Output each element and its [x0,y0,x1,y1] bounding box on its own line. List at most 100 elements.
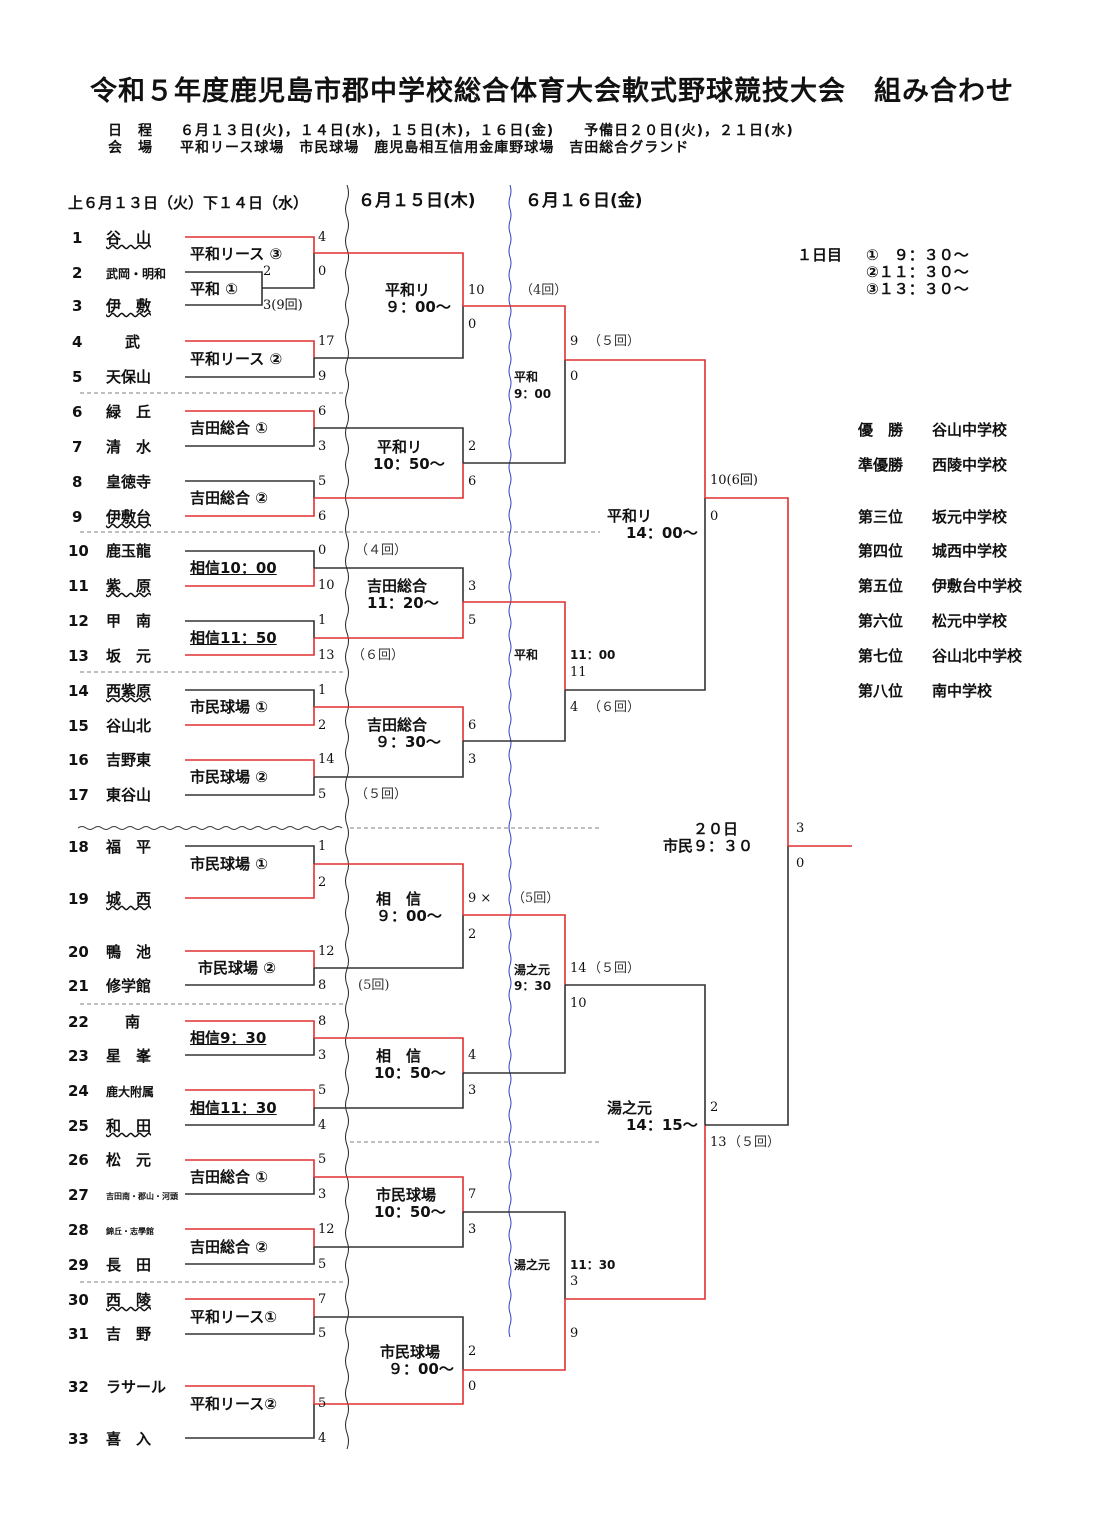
innings-note: （５回） [588,961,641,976]
result-school: 谷山中学校 [932,421,1008,439]
score-s24: 5 [318,1083,327,1098]
team-name: 鹿玉龍 [106,542,152,560]
r1-venue-15: 吉田総合 ② [190,1238,268,1256]
result-rank: 優 勝 [858,421,904,439]
result-school: 南中学校 [932,682,993,700]
start-time-1: ① ９：３０～ [866,246,969,264]
r2-venue-1-b: ９：00～ [385,298,451,316]
venue-label: 会 場 [108,140,153,156]
innings-note: （５回） [728,1135,781,1150]
team-number: 21 [68,977,89,995]
r3-venue-1-b: 9：00 [514,387,552,401]
score-f1b: 0 [710,509,719,524]
team-name: 鹿大附属 [106,1085,155,1099]
team-number: 2 [72,264,83,282]
start-time-3: ③１３：３０～ [866,280,969,298]
round1-header: 上６月１３日（火）下１４日（水） [68,194,309,212]
team-name: 緑 丘 [106,403,152,421]
team-name: 武 [125,333,141,351]
r2-venue-8-a: 市民球場 [380,1343,441,1361]
r2-venue-5-a: 相 信 [376,890,422,908]
result-rank: 準優勝 [858,456,904,474]
score-q5a: 9 × [468,891,492,906]
r2-venue-6-b: 10：50～ [374,1064,446,1082]
r2-venue-1-a: 平和リ [385,281,431,299]
result-school: 西陵中学校 [932,456,1008,474]
r4-venue-2-a: 湯之元 [607,1099,653,1117]
score-ch_a: 3 [796,821,805,836]
team-number: 10 [68,542,89,560]
team-number: 33 [68,1430,89,1448]
score-s28: 12 [318,1222,335,1237]
result-school: 伊敷台中学校 [932,577,1023,595]
team-number: 8 [72,473,83,491]
start-times-label: １日目 [797,246,843,264]
score-sf3a: 14 [570,961,587,976]
innings-note: (5回) [358,978,390,993]
score-f2a: 2 [710,1100,719,1115]
r1-venue-12: 相信9：30 [190,1029,267,1047]
innings-note: （4回） [520,283,568,298]
team-number: 24 [68,1082,89,1100]
result-school: 城西中学校 [932,542,1008,560]
score-s29: 5 [318,1257,327,1272]
team-number: 27 [68,1186,89,1204]
r2-venue-2-a: 平和リ [377,438,423,456]
r3-venue-3-a: 湯之元 [514,963,551,977]
score-s15: 2 [318,718,327,733]
team-number: 11 [68,577,89,595]
score-s21: 8 [318,978,327,993]
result-school: 松元中学校 [932,612,1008,630]
score-s4: 17 [318,334,335,349]
score-s8: 5 [318,474,327,489]
r1-venue-16: 平和リース① [190,1308,277,1326]
score-sf2b: 4 [570,700,579,715]
score-q8a: 2 [468,1344,477,1359]
team-name: 吉 野 [106,1325,152,1343]
team-name: 松 元 [106,1151,152,1169]
r2-venue-8-b: ９：00～ [388,1360,454,1378]
team-number: 18 [68,838,89,856]
team-number: 1 [72,229,83,247]
team-name: 修学館 [106,977,152,995]
team-number: 15 [68,717,89,735]
innings-note: （４回） [355,543,408,558]
r1-venue-5: 吉田総合 ② [190,489,268,507]
round2-header: ６月１５日(木) [358,191,476,211]
team-name: 西紫原 [106,682,152,700]
team-name: 喜 入 [106,1430,152,1448]
r1-venue-11: 市民球場 ② [198,959,276,977]
team-name: 長 田 [106,1256,152,1274]
score-s22: 8 [318,1014,327,1029]
r1-venue-9: 市民球場 ② [190,768,268,786]
result-rank: 第八位 [858,682,904,700]
team-number: 14 [68,682,89,700]
innings-note: （５回） [355,787,408,802]
score-sf4b: 9 [570,1326,579,1341]
r2-venue-4-b: ９：30～ [375,733,441,751]
r1-venue-13: 相信11：30 [190,1099,277,1117]
score-q4b: 3 [468,752,477,767]
team-name: ラサール [106,1378,167,1396]
result-school: 谷山北中学校 [932,647,1023,665]
r2-venue-4-a: 吉田総合 [367,716,428,734]
result-rank: 第三位 [858,508,904,526]
team-name: 東谷山 [106,786,152,804]
result-rank: 第四位 [858,542,904,560]
r2-venue-6-a: 相 信 [376,1047,422,1065]
team-number: 20 [68,943,89,961]
team-number: 7 [72,438,83,456]
team-number: 19 [68,890,89,908]
score-s11: 10 [318,578,335,593]
score-sf4a: 3 [570,1274,579,1289]
score-q7a: 7 [468,1187,477,1202]
innings-note: （５回） [588,334,641,349]
score-q7b: 3 [468,1222,477,1237]
r2-venue-7-b: 10：50～ [374,1203,446,1221]
score-s27: 3 [318,1187,327,1202]
score-sf3b: 10 [570,996,587,1011]
score-s18: 1 [318,839,327,854]
team-name: 甲 南 [106,612,152,630]
team-number: 26 [68,1151,89,1169]
team-name: 武岡・明和 [106,267,167,281]
